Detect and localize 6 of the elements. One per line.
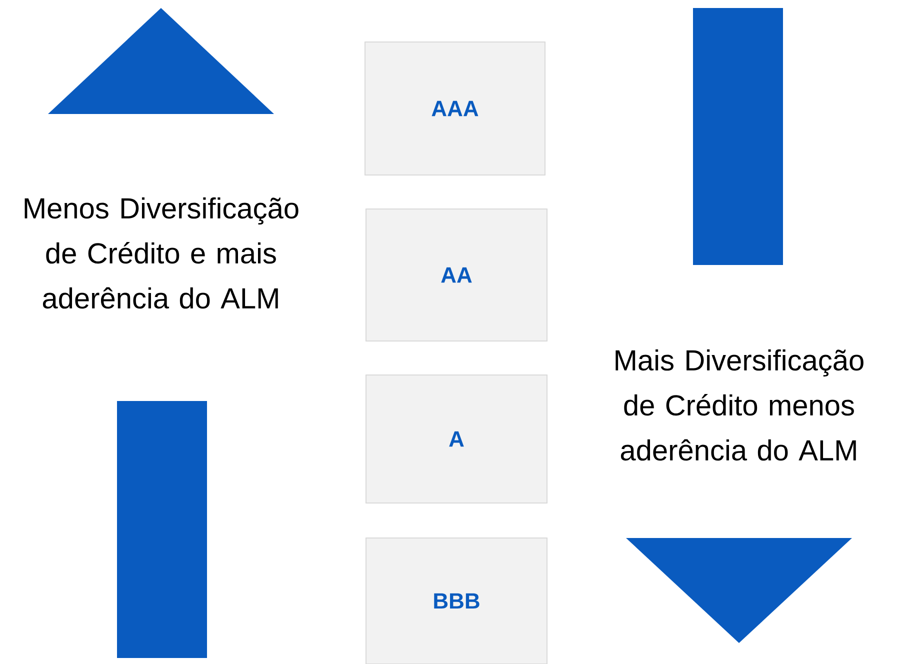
rating-box: A	[366, 374, 548, 504]
rating-box: BBB	[366, 538, 548, 664]
side-note: Menos Diversificação de Crédito e mais aderência do ALM	[24, 197, 298, 309]
side-note: Mais Diversificação de Crédito menos aderência do ALM	[616, 349, 864, 461]
rating-box: AAA	[364, 42, 546, 176]
rating-box: AA	[366, 208, 548, 342]
